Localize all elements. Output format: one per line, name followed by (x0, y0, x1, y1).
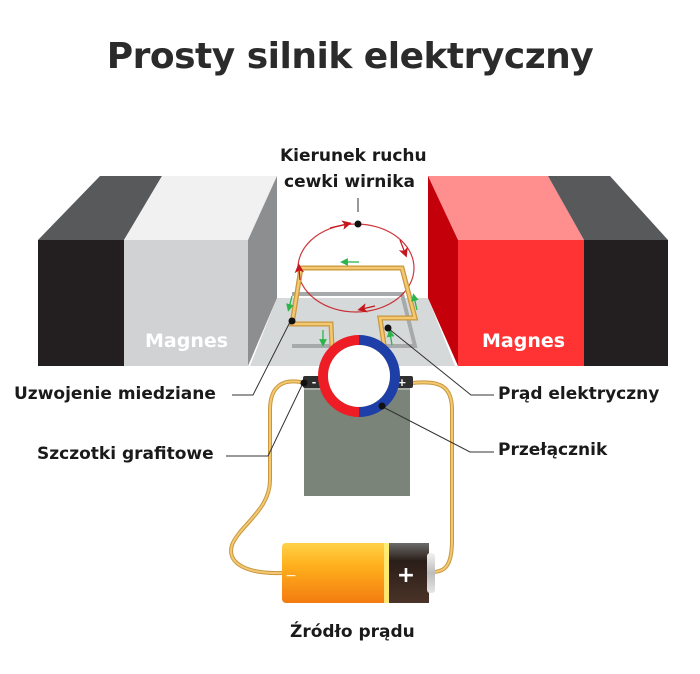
magnet-left-top-light (124, 176, 277, 240)
magnet-left-top-dark (38, 176, 162, 240)
battery-terminal (427, 553, 435, 593)
dot-commutator (378, 402, 386, 410)
label-magnet-right: Magnes (482, 330, 566, 352)
magnet-left-front-light (124, 240, 248, 366)
magnet-right (428, 176, 668, 366)
rotation-arrow-icon (357, 303, 376, 313)
brush-minus-sign: - (312, 376, 317, 389)
current-arrow-icon (286, 295, 294, 312)
battery-band (384, 543, 389, 603)
current-arrow-icon (386, 329, 395, 346)
magnet-left-side (248, 176, 277, 366)
commutator-ring (318, 335, 400, 417)
rotation-arrow-icon (294, 263, 305, 281)
magnet-left (38, 176, 277, 366)
dot-brushes (300, 379, 308, 387)
commutator-blue-half (358, 335, 400, 417)
leader-lines (226, 198, 494, 457)
magnet-right-front-dark (584, 240, 668, 366)
commutator-red-half (318, 335, 360, 417)
label-rotation-direction-1: Kierunek ruchu (280, 146, 427, 166)
current-arrow-icon (411, 293, 419, 311)
label-graphite-brushes: Szczotki grafitowe (37, 444, 214, 464)
magnet-left-front-dark (38, 240, 124, 366)
copper-coil (290, 266, 417, 371)
battery: − + (282, 543, 435, 603)
label-rotation-direction-2: cewki wirnika (284, 172, 415, 192)
leader-brushes (226, 382, 304, 457)
dot-rotation (354, 220, 362, 228)
magnet-right-top-red (428, 176, 584, 240)
circuit-wires (229, 379, 454, 576)
current-arrows (286, 258, 419, 347)
label-commutator: Przełącznik (498, 440, 608, 460)
label-power-source: Źródło prądu (290, 622, 415, 642)
wire-negative-highlight (230, 380, 306, 575)
diagram-title: Prosty silnik elektryczny (106, 36, 594, 77)
base-platform (250, 298, 455, 366)
battery-minus-sign: − (285, 568, 297, 584)
magnet-right-top-dark (548, 176, 668, 240)
rotation-arrows (294, 220, 408, 313)
wire-positive-highlight (411, 381, 453, 573)
dot-current (384, 324, 392, 332)
battery-body (282, 543, 390, 603)
leader-dots (288, 220, 392, 410)
rotation-arrow-icon (398, 239, 408, 258)
leader-current (388, 328, 494, 396)
magnet-right-side (428, 176, 458, 366)
label-electric-current: Prąd elektryczny (498, 384, 660, 404)
dot-winding (288, 317, 296, 325)
rotation-arrow-icon (329, 220, 352, 230)
leader-winding (232, 321, 291, 396)
label-magnet-left: Magnes (145, 330, 229, 352)
battery-cap (389, 543, 429, 603)
battery-plus-sign: + (397, 563, 415, 588)
brush-plus-sign: + (397, 376, 406, 389)
leader-commutator (382, 406, 494, 453)
label-copper-winding: Uzwojenie miedziane (14, 384, 216, 404)
magnet-right-front-red (458, 240, 584, 366)
